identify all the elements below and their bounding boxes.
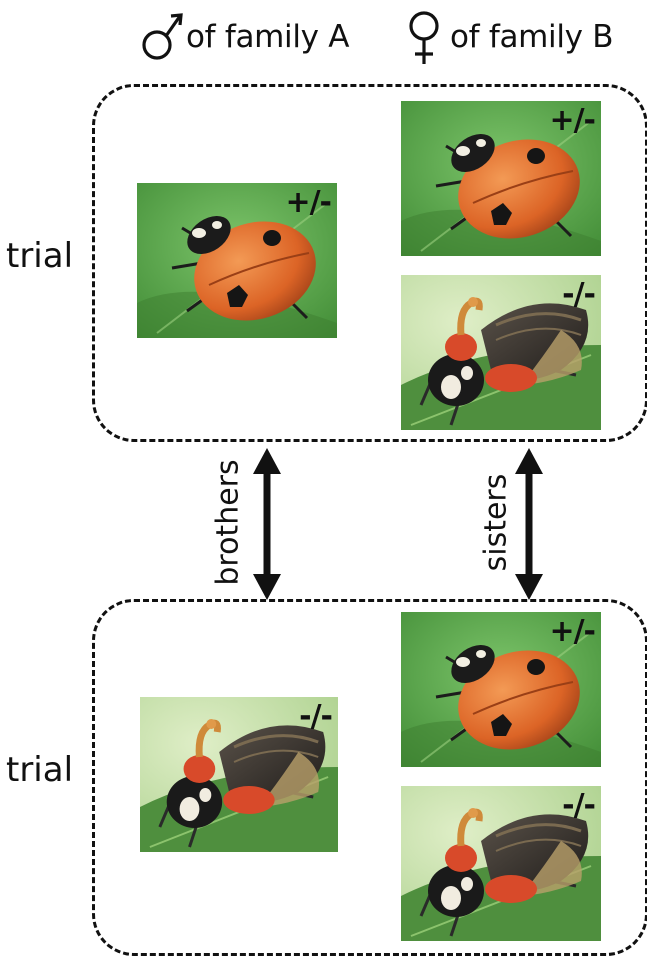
male-header-label: of family A xyxy=(186,19,349,55)
male-symbol-icon xyxy=(140,8,186,66)
trial-2-female-photo-2: -/- xyxy=(401,786,601,941)
sisters-label: sisters xyxy=(479,463,514,583)
male-header: of family A xyxy=(140,8,349,66)
brothers-double-arrow-icon xyxy=(250,446,284,602)
female-header-label: of family B xyxy=(450,19,613,55)
trial-2-male-photo: -/- xyxy=(140,697,338,852)
trial-1-female-photo-1: +/- xyxy=(401,101,601,256)
genotype-label: +/- xyxy=(549,103,595,138)
trial-1-female-photo-2: -/- xyxy=(401,275,601,430)
genotype-label: -/- xyxy=(299,699,332,734)
trial-label-2: trial xyxy=(6,750,73,790)
female-header: of family B xyxy=(404,8,613,66)
trial-1-male-photo: +/- xyxy=(137,183,337,338)
genotype-label: +/- xyxy=(549,614,595,649)
sisters-double-arrow-icon xyxy=(512,446,546,602)
genotype-label: +/- xyxy=(285,185,331,220)
trial-2-female-photo-1: +/- xyxy=(401,612,601,767)
trial-label-1: trial xyxy=(6,236,73,276)
female-symbol-icon xyxy=(404,8,450,66)
genotype-label: -/- xyxy=(562,788,595,823)
brothers-label: brothers xyxy=(211,453,246,593)
genotype-label: -/- xyxy=(562,277,595,312)
